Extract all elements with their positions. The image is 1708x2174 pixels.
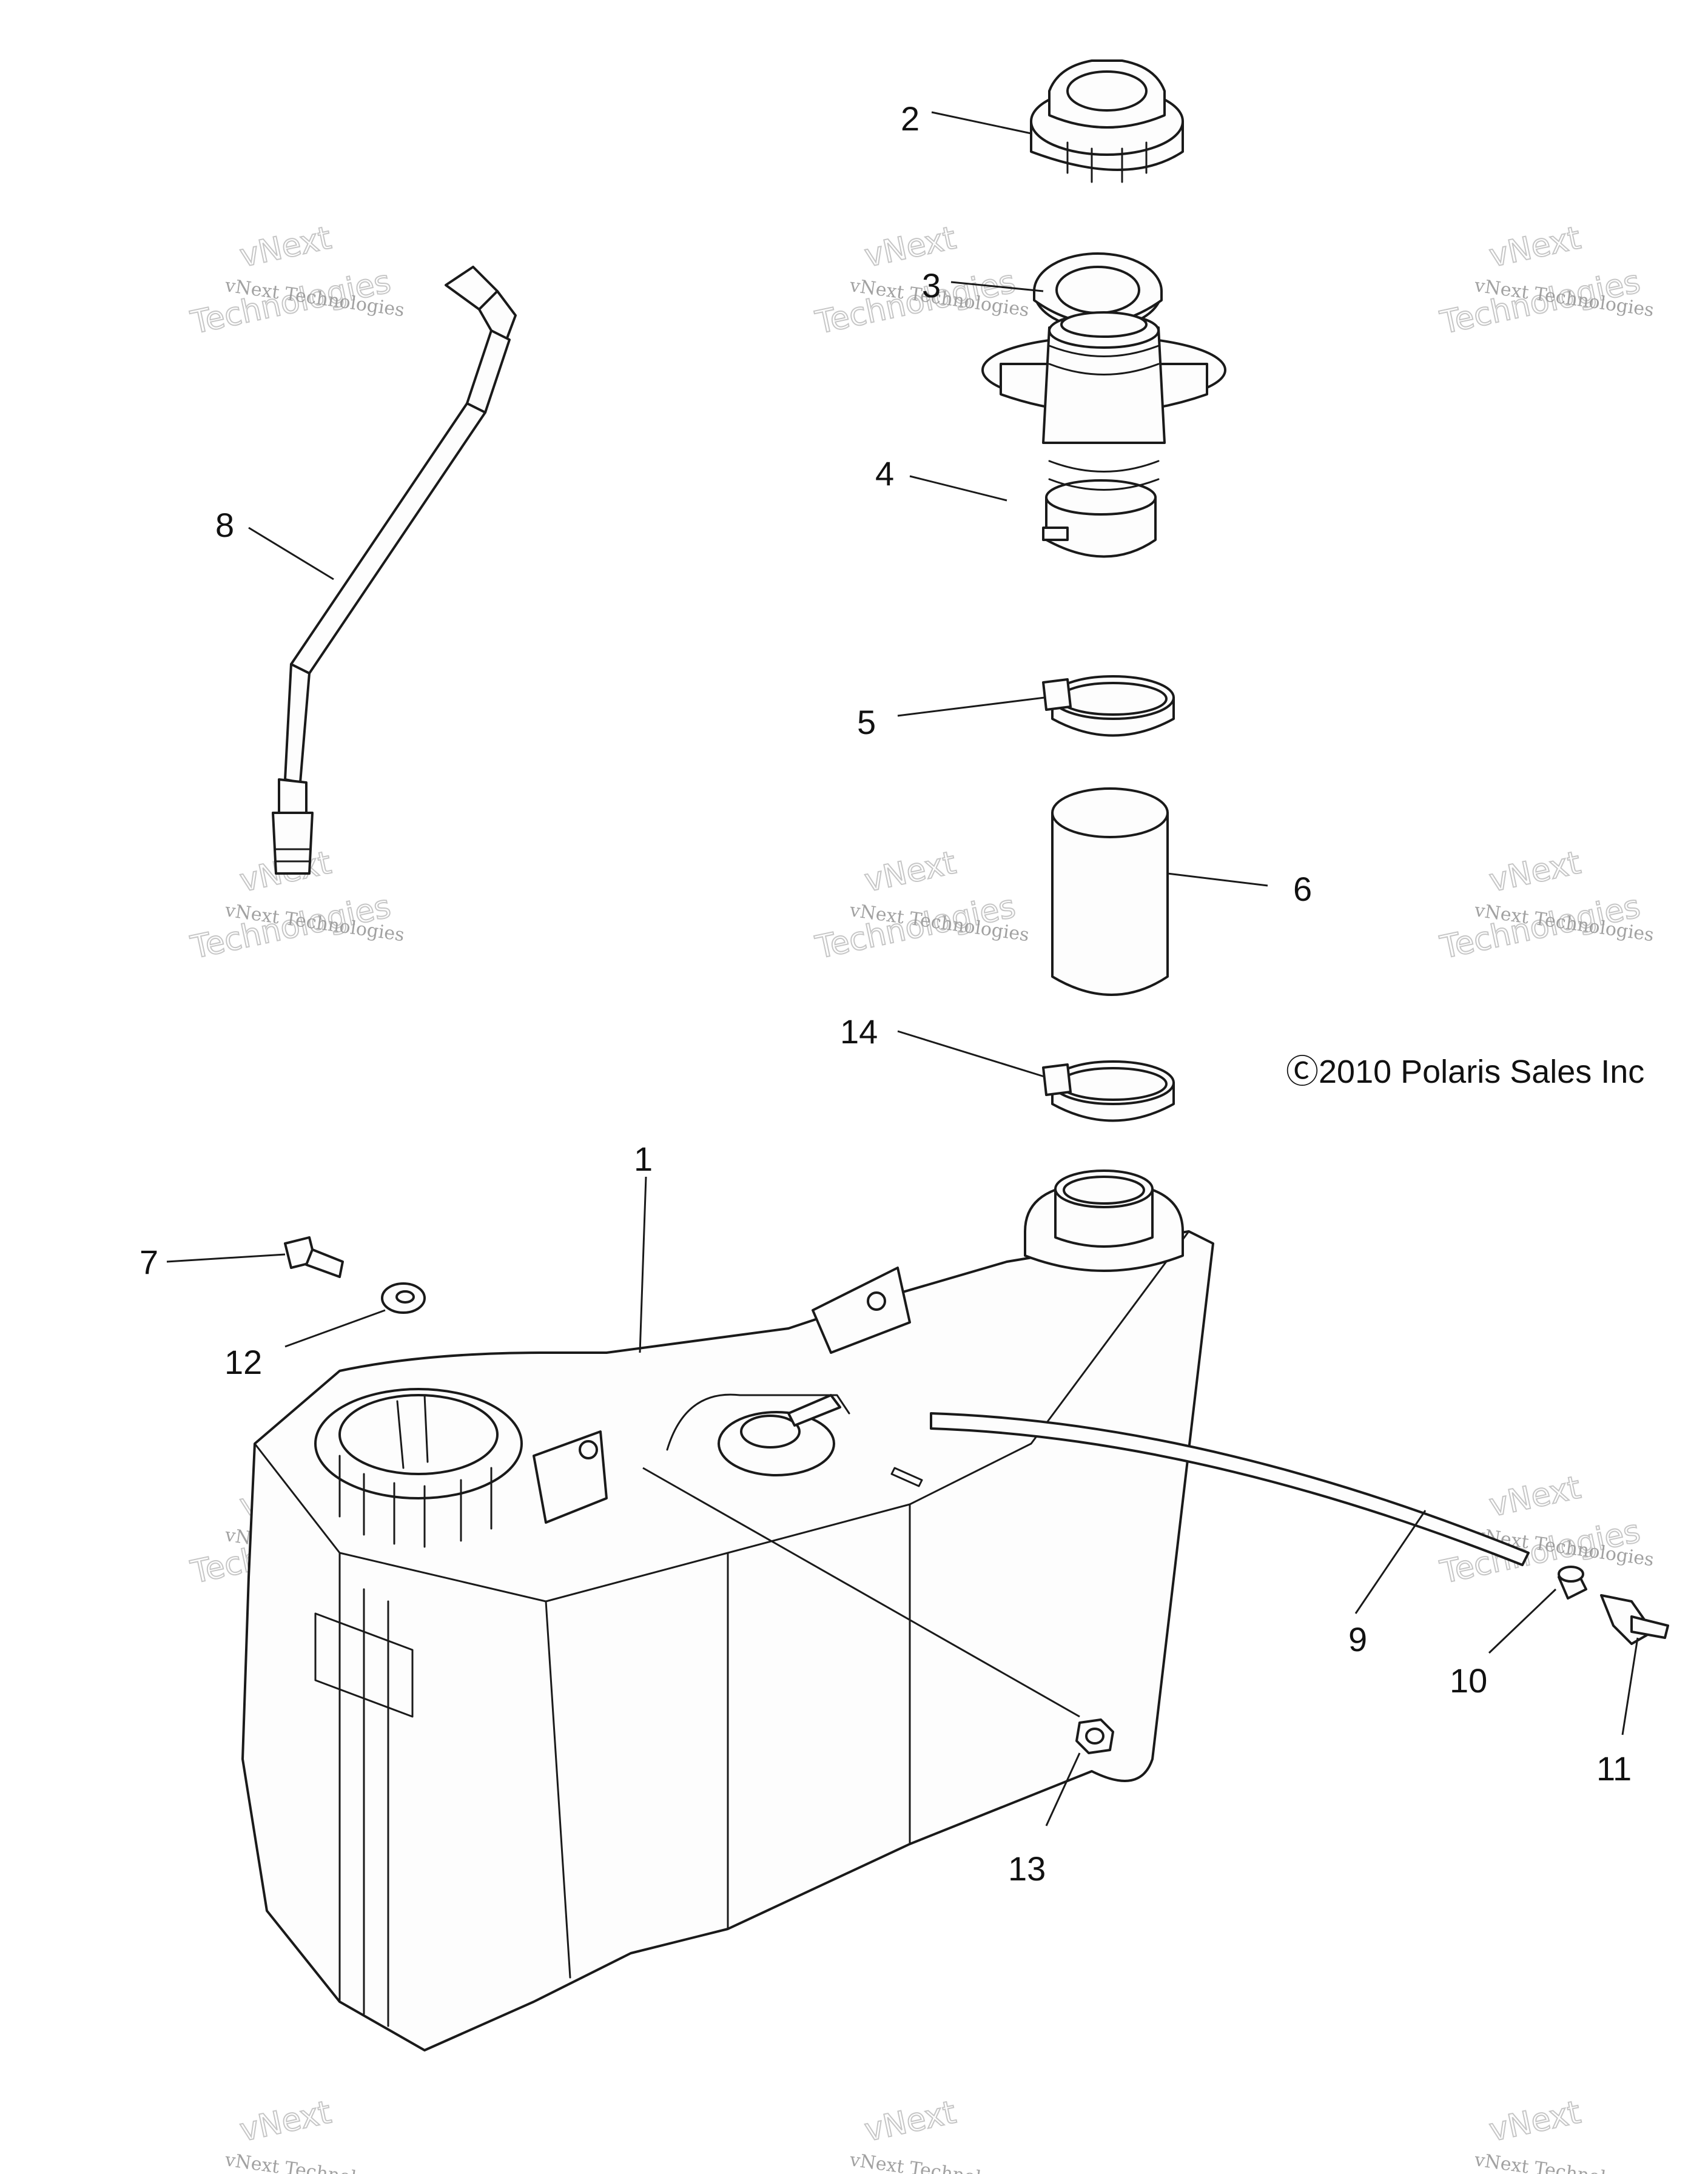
leader-8: [248, 527, 334, 581]
callout-8: 8: [215, 506, 234, 544]
callout-10: 10: [1450, 1661, 1487, 1700]
callout-14: 14: [840, 1012, 878, 1051]
watermark-mid-center: vNext vNext Technologies Technologies: [812, 844, 1031, 966]
svg-text:Technologies: Technologies: [1437, 264, 1643, 342]
leader-14: [897, 1030, 1045, 1078]
svg-text:vNext Technologies: vNext Technologies: [223, 2149, 406, 2174]
watermark-bottom-right: vNext vNext Technologies: [1473, 2093, 1655, 2174]
svg-text:vNext: vNext: [861, 844, 959, 899]
part-nut: [1075, 1718, 1114, 1754]
leader-13a: [642, 1467, 1080, 1718]
watermark-mid-right: vNext vNext Technologies Technologies: [1436, 844, 1655, 966]
part-rollover-valve: [1600, 1594, 1669, 1645]
svg-text:vNext: vNext: [237, 2094, 334, 2149]
svg-text:vNext: vNext: [1486, 2094, 1584, 2149]
watermark-top-left: vNext vNext Technologies Technologies: [187, 219, 406, 342]
part-hose-cap: [1558, 1566, 1587, 1600]
watermark-top-right: vNext vNext Technologies Technologies: [1436, 219, 1655, 342]
leader-11: [1621, 1637, 1639, 1735]
callout-11: 11: [1596, 1749, 1632, 1788]
part-filler-neck: [981, 311, 1226, 558]
callout-13: 13: [1008, 1849, 1046, 1888]
svg-text:vNext Technologies: vNext Technologies: [1473, 2149, 1655, 2174]
svg-text:Technologies: Technologies: [1437, 1513, 1643, 1591]
callout-5: 5: [857, 703, 876, 741]
part-filler-hose: [1051, 787, 1169, 996]
callout-9: 9: [1348, 1620, 1367, 1658]
callout-7: 7: [140, 1243, 158, 1281]
leader-10: [1488, 1588, 1557, 1654]
leader-4: [909, 475, 1007, 502]
svg-text:vNext: vNext: [1486, 844, 1584, 899]
svg-text:Technologies: Technologies: [812, 889, 1018, 966]
svg-text:vNext: vNext: [861, 220, 959, 274]
callout-6: 6: [1293, 870, 1312, 908]
part-clamp-upper: [1042, 675, 1175, 737]
svg-text:vNext: vNext: [1486, 220, 1584, 274]
leader-12: [284, 1309, 386, 1348]
part-clamp-lower: [1042, 1060, 1175, 1122]
svg-text:vNext: vNext: [861, 2094, 959, 2149]
part-vent-line: [272, 266, 517, 875]
callout-1: 1: [634, 1140, 653, 1178]
leader-13: [1045, 1752, 1081, 1826]
leader-9: [1354, 1510, 1427, 1614]
part-fuel-tank: [241, 1169, 1214, 2051]
leader-lines: [166, 111, 1639, 1826]
leader-6: [1167, 872, 1268, 887]
watermark-bottom-left: vNext vNext Technologies: [223, 2093, 406, 2174]
svg-text:vNext Technologies: vNext Technologies: [848, 2149, 1031, 2174]
callout-2: 2: [901, 99, 920, 138]
svg-text:Technologies: Technologies: [187, 264, 394, 342]
svg-text:Technologies: Technologies: [812, 264, 1018, 342]
svg-text:vNext: vNext: [237, 220, 334, 274]
callout-3: 3: [922, 266, 941, 305]
leader-1: [639, 1176, 647, 1353]
part-overflow-hose: [930, 1412, 1530, 1566]
callouts: 2 3 4 5 6 14 1 8 7 12 13 9 10 11: [140, 99, 1632, 1888]
svg-text:Technologies: Technologies: [1437, 889, 1643, 966]
leader-5: [897, 696, 1045, 717]
svg-text:vNext: vNext: [1486, 1469, 1584, 1524]
leader-2: [931, 111, 1032, 135]
leader-3: [950, 281, 1044, 292]
part-washer: [381, 1282, 426, 1314]
part-fuel-cap: [1030, 59, 1184, 183]
callout-12: 12: [224, 1343, 262, 1381]
svg-text:Technologies: Technologies: [187, 889, 394, 966]
copyright-text: Ⓒ2010 Polaris Sales Inc: [1286, 1054, 1644, 1090]
watermark-bottom-center: vNext vNext Technologies: [848, 2093, 1031, 2174]
callout-4: 4: [875, 454, 894, 493]
leader-7: [166, 1253, 286, 1263]
part-bolt: [284, 1236, 344, 1278]
